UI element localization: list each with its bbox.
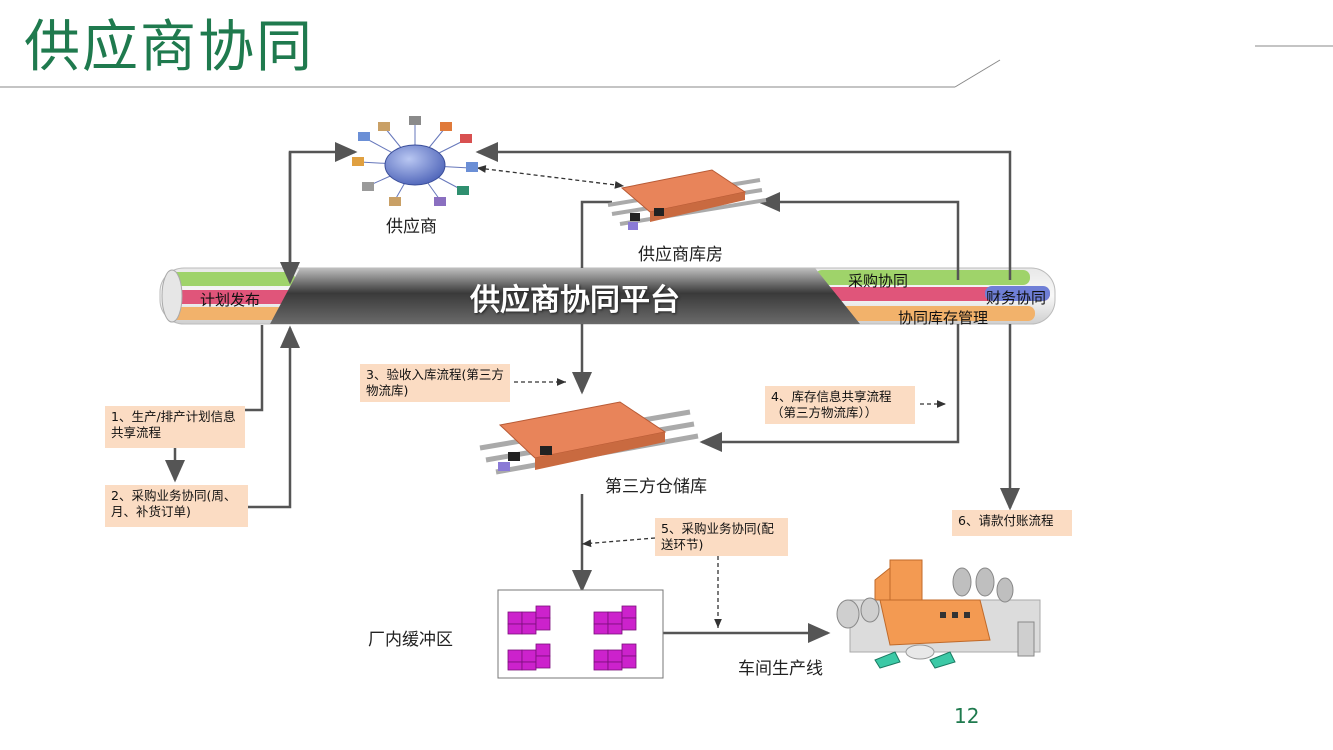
supplier-warehouse-label: 供应商库房 — [638, 245, 723, 265]
flow-arrows — [165, 142, 1020, 643]
buffer-zone-box — [497, 589, 664, 679]
title-rule — [0, 45, 1333, 88]
supplier-label: 供应商 — [386, 217, 437, 237]
plan-release-label: 计划发布 — [200, 291, 261, 309]
supplier-warehouse-graphic — [607, 169, 767, 230]
finance-label: 财务协同 — [986, 289, 1047, 307]
factory-graphic — [836, 559, 1041, 669]
third-party-warehouse-graphic — [479, 401, 699, 475]
third-party-warehouse-label: 第三方仓储库 — [605, 477, 707, 497]
buffer-zone-label: 厂内缓冲区 — [368, 630, 453, 650]
page-number: 12 — [954, 704, 980, 728]
flow-note-3: 3、验收入库流程(第三方物流库) — [360, 364, 510, 402]
flow-note-2: 2、采购业务协同(周、月、补货订单) — [105, 485, 248, 527]
platform-pipe — [159, 267, 1056, 325]
dashed-arrows — [476, 165, 946, 628]
platform-name: 供应商协同平台 — [470, 283, 680, 318]
supplier-network-graphic — [352, 116, 478, 206]
production-line-label: 车间生产线 — [738, 659, 823, 679]
flow-note-1: 1、生产/排产计划信息共享流程 — [105, 406, 245, 448]
procurement-label: 采购协同 — [848, 272, 909, 290]
slide-title: 供应商协同 — [24, 15, 314, 80]
flow-note-4: 4、库存信息共享流程（第三方物流库）） — [765, 386, 915, 424]
flow-note-5: 5、采购业务协同(配送环节) — [655, 518, 788, 556]
flow-note-6: 6、请款付账流程 — [952, 510, 1072, 536]
inventory-label: 协同库存管理 — [898, 309, 989, 327]
